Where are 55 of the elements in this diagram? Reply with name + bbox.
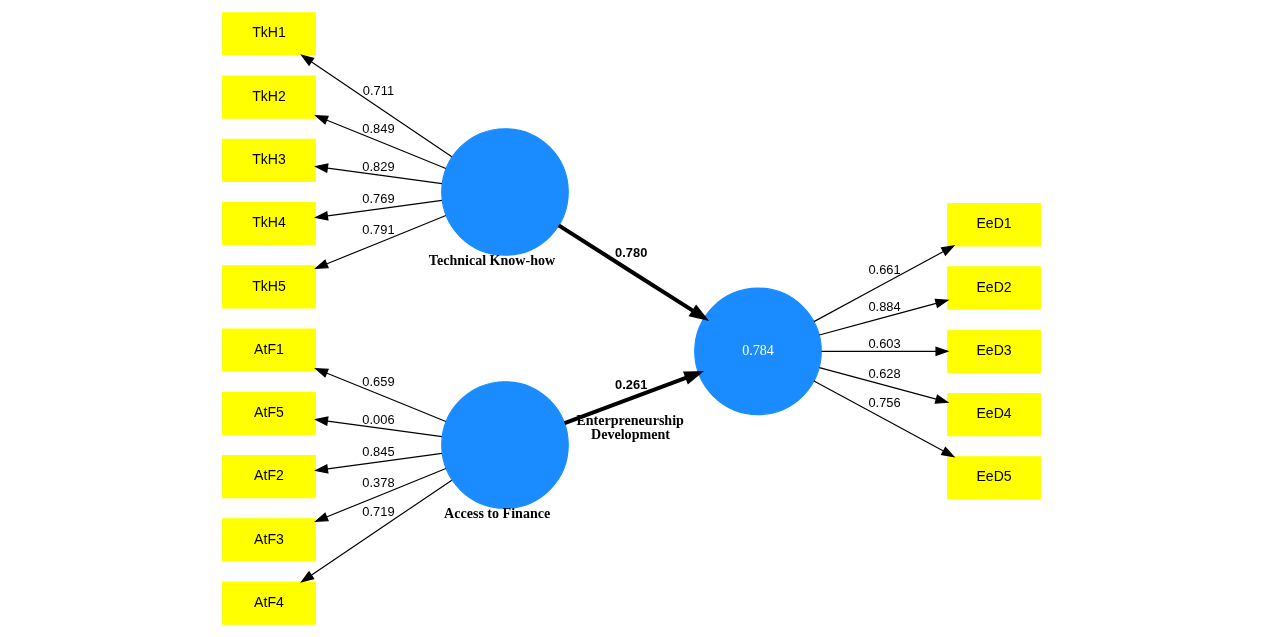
arrow xyxy=(313,163,443,185)
node-box: EeD2 xyxy=(946,266,1041,310)
node-box: EeD1 xyxy=(946,203,1041,247)
edge-label: 0.378 xyxy=(361,474,395,490)
node-label: Access to Finance xyxy=(443,505,550,522)
arrow xyxy=(313,452,443,474)
edge-label: 0.845 xyxy=(361,444,395,460)
node-circle xyxy=(440,128,569,256)
edge-label: 0.791 xyxy=(361,221,395,237)
arrow xyxy=(818,367,949,404)
node-box: AtF1 xyxy=(221,328,316,372)
edge-label: 0.769 xyxy=(361,191,395,207)
edge-label: 0.849 xyxy=(361,121,395,137)
node-box: TkH5 xyxy=(221,265,316,309)
node-box: AtF5 xyxy=(221,391,316,436)
edge-label: 0.261 xyxy=(614,376,647,392)
arrow xyxy=(818,298,949,336)
arrow xyxy=(313,467,446,523)
arrow xyxy=(812,380,955,458)
arrow xyxy=(820,346,949,357)
edge-label: 0.603 xyxy=(867,335,901,351)
edge-label: 0.829 xyxy=(361,158,395,174)
arrow xyxy=(313,199,443,221)
edge-label: 0.711 xyxy=(362,82,394,98)
arrow xyxy=(557,223,709,321)
node-box: EeD3 xyxy=(946,329,1041,373)
arrow xyxy=(563,371,704,426)
edge-label: 0.661 xyxy=(867,261,901,277)
arrow xyxy=(313,416,443,438)
arrow xyxy=(313,368,446,423)
node-box: EeD4 xyxy=(946,392,1041,437)
edge-label: 0.719 xyxy=(361,504,395,520)
arrow xyxy=(313,114,446,170)
node-box: TkH1 xyxy=(221,12,316,56)
node-box: TkH4 xyxy=(221,201,316,246)
edge-label: 0.006 xyxy=(361,411,395,427)
arrow xyxy=(313,214,446,269)
arrow xyxy=(299,54,452,158)
edge-label: 0.884 xyxy=(867,299,901,315)
node-circle xyxy=(440,381,569,509)
edge-label: 0.628 xyxy=(867,366,901,382)
node-box: AtF4 xyxy=(221,581,316,625)
node-label: Technical Know-how xyxy=(428,252,555,269)
edge-label: 0.756 xyxy=(867,395,901,411)
node-label: Enterpreneurship Development xyxy=(575,411,684,442)
edge-label: 0.780 xyxy=(614,245,647,261)
arrow xyxy=(812,245,955,323)
node-box: AtF2 xyxy=(221,454,316,499)
node-box: TkH3 xyxy=(221,138,316,183)
node-circle: 0.784 xyxy=(693,287,822,416)
node-box: TkH2 xyxy=(221,75,316,119)
node-box: AtF3 xyxy=(221,518,316,562)
node-box: EeD5 xyxy=(946,456,1041,500)
edge-label: 0.659 xyxy=(361,374,395,390)
arrow xyxy=(299,479,452,583)
